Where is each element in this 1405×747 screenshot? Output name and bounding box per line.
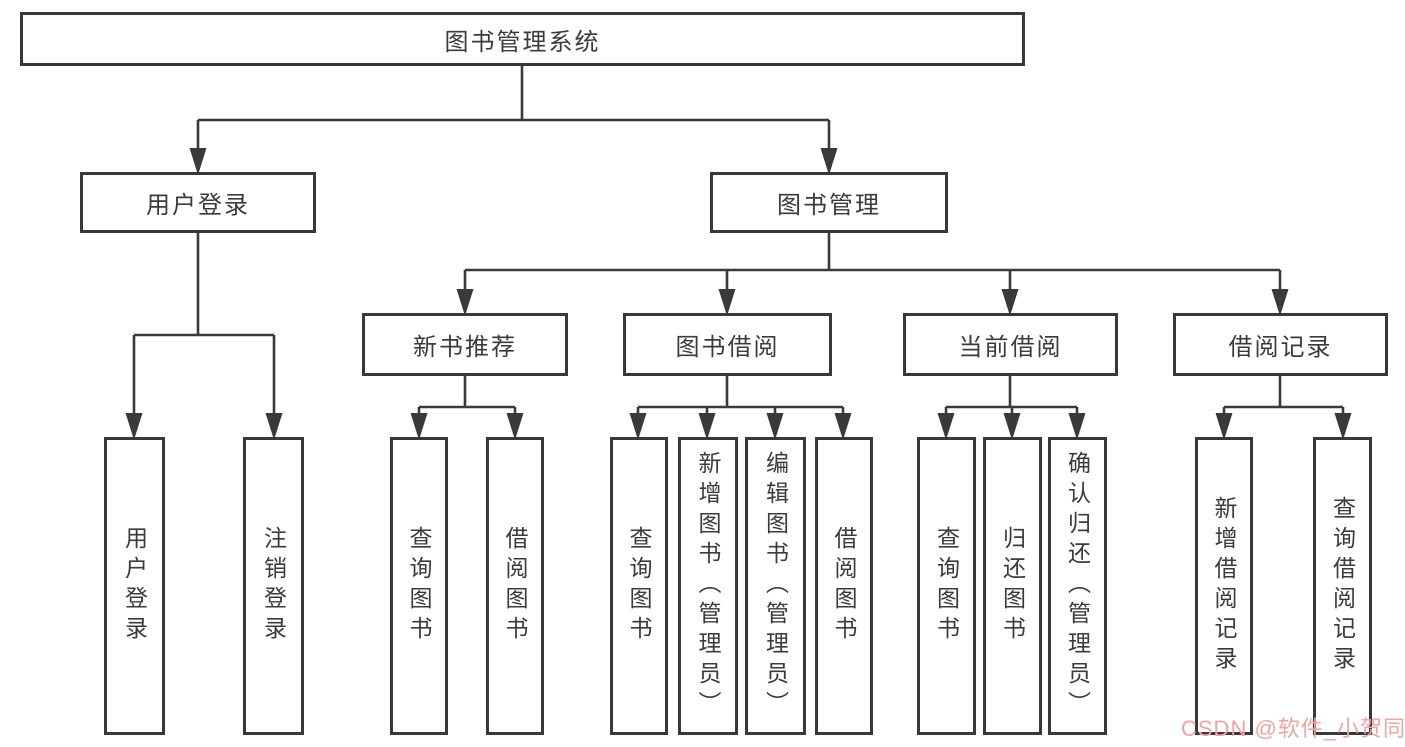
leaf-label: 编辑图书（管理员） [762,451,789,721]
leaf-recommend-query-books: 查询图书 [390,437,448,735]
node-label: 图书管理系统 [444,28,601,56]
leaf-label: 注销登录 [260,526,287,646]
node-book-borrowing: 图书借阅 [623,313,832,376]
leaf-label: 查询图书 [626,526,652,646]
node-user-login: 用户登录 [80,172,316,233]
leaf-records-add-record: 新增借阅记录 [1195,437,1253,735]
leaf-current-query-books: 查询图书 [917,437,976,735]
node-label: 当前借阅 [958,334,1063,361]
node-label: 图书借阅 [675,334,780,361]
node-label: 借阅记录 [1228,334,1333,361]
node-label: 用户登录 [146,192,250,219]
leaf-records-query-record: 查询借阅记录 [1313,437,1372,735]
node-borrowing-records: 借阅记录 [1173,313,1388,376]
leaf-label: 确认归还（管理员） [1064,451,1091,721]
leaf-borrowing-edit-books-admin: 编辑图书（管理员） [745,437,806,735]
leaf-borrowing-borrow-books: 借阅图书 [815,437,873,735]
leaf-current-confirm-return-admin: 确认归还（管理员） [1048,437,1107,735]
leaf-label: 新增借阅记录 [1211,496,1237,676]
leaf-label: 用户登录 [121,526,148,646]
node-label: 新书推荐 [413,334,517,361]
leaf-label: 查询图书 [406,526,432,646]
leaf-borrowing-add-books-admin: 新增图书（管理员） [678,437,738,735]
node-label: 图书管理 [777,192,881,219]
node-library-management-system: 图书管理系统 [20,12,1025,66]
leaf-current-return-books: 归还图书 [983,437,1042,735]
leaf-label: 借阅图书 [502,526,528,646]
leaf-label: 归还图书 [999,526,1026,646]
leaf-user-login: 用户登录 [104,437,165,735]
leaf-label: 新增图书（管理员） [695,451,721,721]
leaf-label: 借阅图书 [831,526,857,646]
leaf-borrowing-query-books: 查询图书 [610,437,668,735]
node-book-management: 图书管理 [710,172,948,233]
node-current-borrowing: 当前借阅 [903,313,1118,376]
node-new-book-recommend: 新书推荐 [362,313,568,376]
leaf-recommend-borrow-books: 借阅图书 [486,437,544,735]
leaf-label: 查询图书 [933,526,960,646]
leaf-label: 查询借阅记录 [1329,496,1356,676]
leaf-logout: 注销登录 [243,437,304,735]
csdn-watermark: CSDN @软件_小贺同学 [1181,716,1405,741]
